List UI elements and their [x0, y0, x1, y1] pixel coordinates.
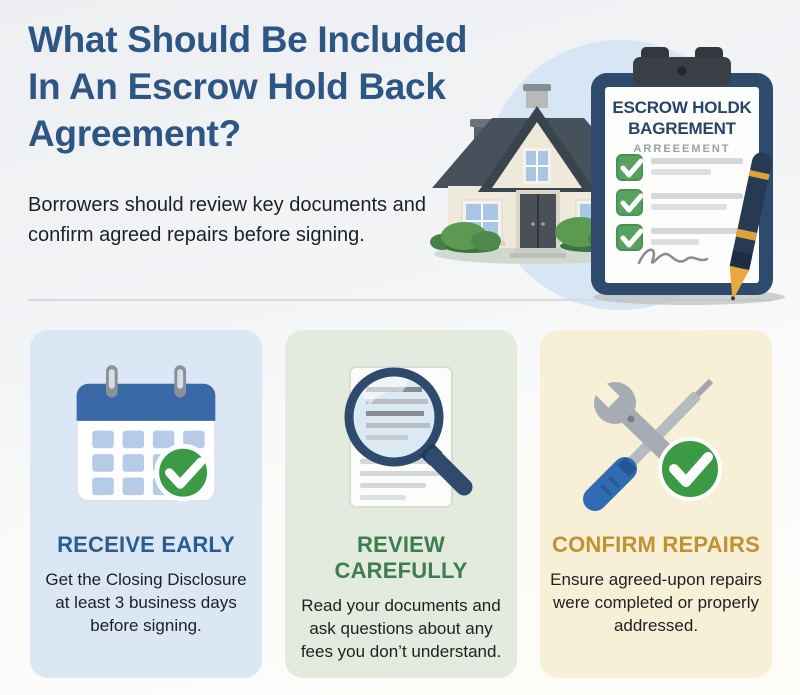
screwdriver-handle — [583, 457, 637, 511]
card-receive-early: RECEIVE EARLY Get the Closing Disclosure… — [30, 330, 262, 678]
clipboard-heading: ESCROW HOLDK BAGREMENT — [605, 97, 759, 139]
page-subtitle-line: confirm agreed repairs before signing. — [28, 224, 365, 246]
card-review-carefully: REVIEW CAREFULLY Read your documents and… — [285, 330, 517, 678]
clipboard-subheading: ARREEEMENT — [633, 143, 731, 155]
card-confirm-repairs: CONFIRM REPAIRS Ensure agreed-upon repai… — [540, 330, 772, 678]
checklist-rows — [616, 154, 743, 251]
page-subtitle-line: Borrowers should review key documents an… — [28, 194, 426, 216]
clipboard-heading-line: BAGREMENT — [628, 119, 736, 138]
signature-squiggle — [637, 248, 709, 265]
clipboard-icon — [591, 47, 785, 305]
card-icon-area — [548, 348, 764, 528]
page-title-line: What Should Be Included — [28, 19, 468, 60]
page-title: What Should Be Included In An Escrow Hol… — [28, 16, 467, 157]
clipboard-illustration: ESCROW HOLDK BAGREMENT ARREEEMENT — [581, 45, 793, 307]
calendar-check-icon — [75, 365, 217, 502]
card-body-text: Get the Closing Disclosure at least 3 bu… — [45, 570, 247, 635]
card-icon-area — [38, 348, 254, 528]
page-title-line: Agreement? — [28, 113, 241, 154]
magnifier-document-icon — [344, 366, 473, 508]
clipboard-heading-line: ESCROW HOLDK — [612, 98, 752, 117]
section-divider — [28, 299, 772, 301]
card-title: CONFIRM REPAIRS — [552, 532, 760, 557]
clipboard-clip — [633, 47, 731, 85]
card-title: RECEIVE EARLY — [57, 532, 235, 557]
card-icon-area — [293, 348, 509, 528]
cards-section: RECEIVE EARLY Get the Closing Disclosure… — [30, 330, 772, 678]
pen-icon — [729, 152, 772, 301]
page-title-line: In An Escrow Hold Back — [28, 66, 446, 107]
tools-check-icon — [583, 372, 722, 511]
header-section: What Should Be Included In An Escrow Hol… — [0, 0, 800, 310]
card-title: REVIEW CAREFULLY — [334, 532, 468, 583]
card-body-text: Read your documents and ask questions ab… — [300, 596, 502, 661]
card-body-text: Ensure agreed-upon repairs were complete… — [550, 570, 762, 635]
page-subtitle: Borrowers should review key documents an… — [28, 190, 426, 250]
